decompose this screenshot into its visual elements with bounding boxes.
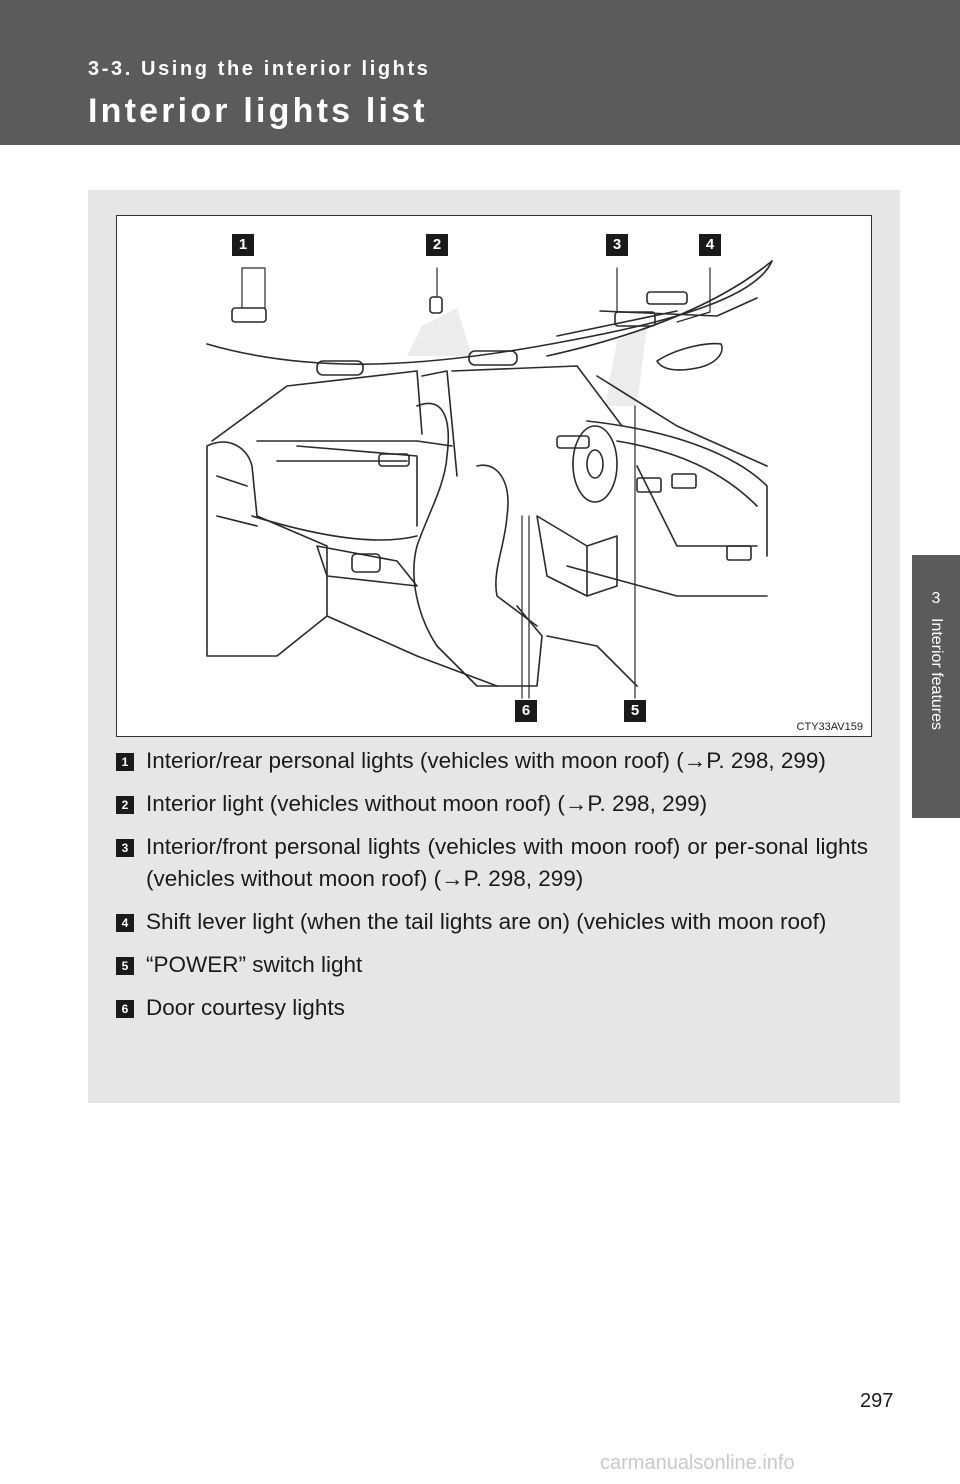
watermark: carmanualsonline.info: [600, 1452, 795, 1475]
item-text: Shift lever light (when the tail lights …: [146, 909, 826, 934]
callout-1: 1: [232, 234, 254, 256]
item-text: Interior light (vehicles without moon ro…: [146, 791, 707, 816]
callout-3: 3: [606, 234, 628, 256]
chapter-label: Interior features: [927, 618, 945, 730]
callout-5: 5: [624, 700, 646, 722]
item-text: Door courtesy lights: [146, 995, 345, 1020]
page-number: 297: [860, 1390, 893, 1413]
lights-list: 1 Interior/rear personal lights (vehicle…: [116, 745, 868, 1035]
item-number-badge: 5: [116, 957, 134, 975]
item-number-badge: 3: [116, 839, 134, 857]
list-item: 1 Interior/rear personal lights (vehicle…: [116, 745, 868, 777]
item-number-badge: 1: [116, 753, 134, 771]
list-item: 4 Shift lever light (when the tail light…: [116, 906, 868, 938]
page-title: Interior lights list: [88, 92, 428, 131]
list-item: 5 “POWER” switch light: [116, 949, 868, 981]
car-interior-drawing: [117, 216, 871, 736]
item-number-badge: 6: [116, 1000, 134, 1018]
callout-6: 6: [515, 700, 537, 722]
item-text: Interior/rear personal lights (vehicles …: [146, 748, 826, 773]
list-item: 3 Interior/front personal lights (vehicl…: [116, 831, 868, 895]
callout-4: 4: [699, 234, 721, 256]
item-text: “POWER” switch light: [146, 952, 362, 977]
item-text: Interior/front personal lights (vehicles…: [146, 834, 868, 891]
chapter-number: 3: [912, 590, 960, 608]
section-heading: 3-3. Using the interior lights: [88, 58, 430, 81]
list-item: 6 Door courtesy lights: [116, 992, 868, 1024]
list-item: 2 Interior light (vehicles without moon …: [116, 788, 868, 820]
figure-code: CTY33AV159: [797, 721, 863, 733]
callout-2: 2: [426, 234, 448, 256]
page-header: 3-3. Using the interior lights Interior …: [0, 0, 960, 145]
item-number-badge: 2: [116, 796, 134, 814]
interior-illustration: 1 2 3 4 6 5 CTY33AV159: [116, 215, 872, 737]
item-number-badge: 4: [116, 914, 134, 932]
